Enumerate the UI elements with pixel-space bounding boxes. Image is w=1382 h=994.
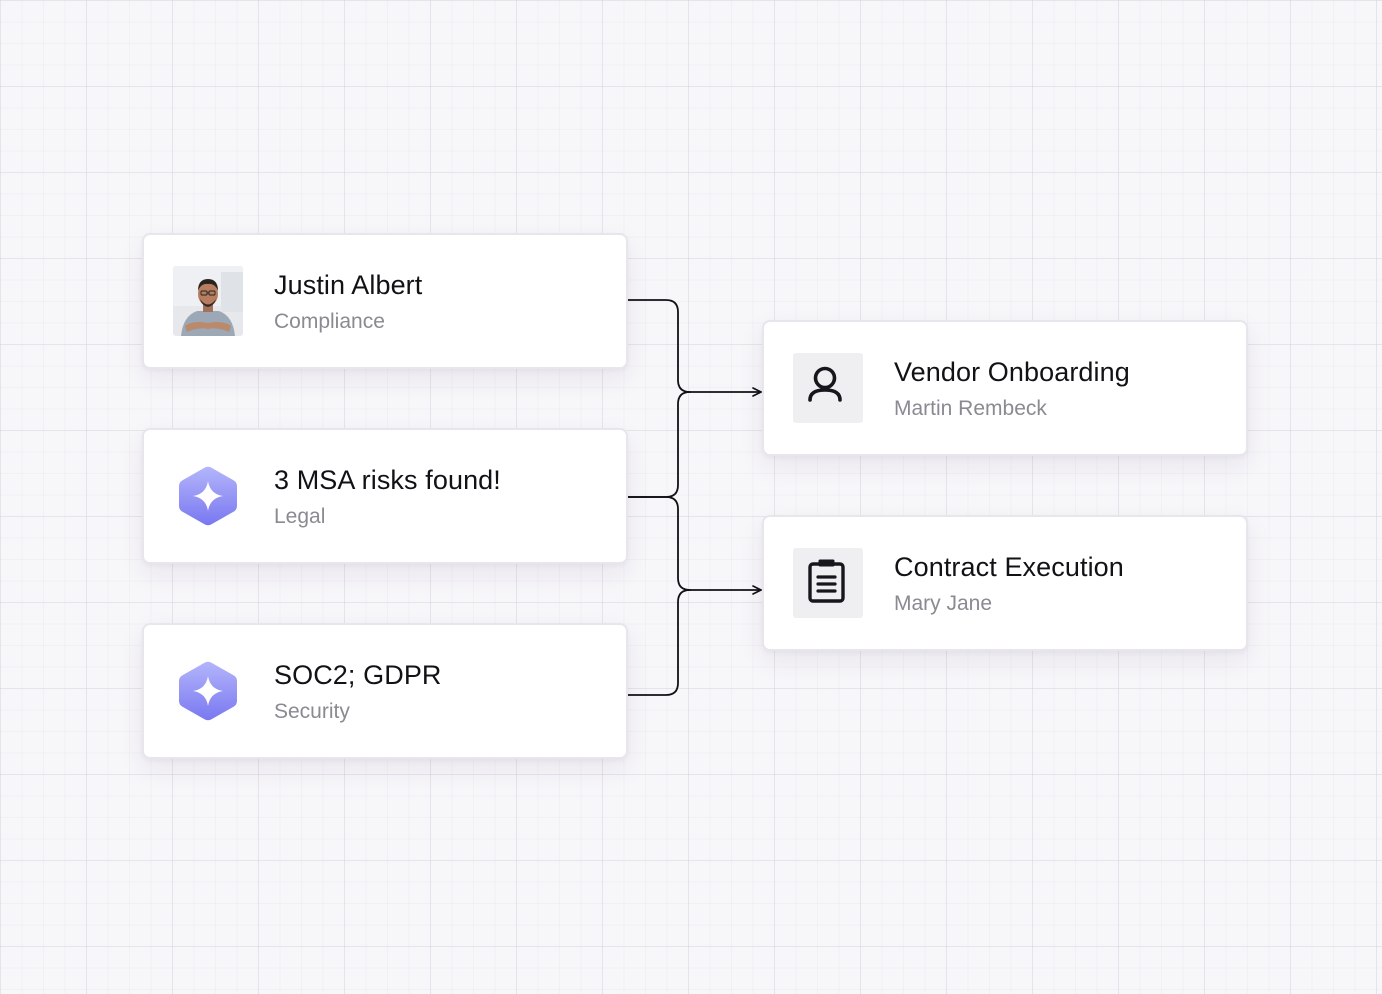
target-card-owner: Martin Rembeck: [894, 397, 1047, 420]
user-icon: [808, 366, 842, 402]
connector-justin-to-merge: [627, 299, 691, 393]
connector-msa-to-merge: [627, 391, 691, 498]
target-card-title: Vendor Onboarding: [894, 357, 1130, 387]
source-card-title: SOC2; GDPR: [274, 660, 442, 690]
ai-sparkle-icon-container: [173, 656, 243, 726]
ai-sparkle-hexagon-icon: [179, 466, 237, 526]
target-card-contract-execution[interactable]: Contract Execution Mary Jane: [762, 515, 1248, 651]
avatar-photo: [173, 266, 243, 336]
source-card-department: Legal: [274, 505, 326, 528]
user-icon-container: [793, 353, 863, 423]
source-card-department: Security: [274, 700, 350, 723]
clipboard-icon-container: [793, 548, 863, 618]
ai-sparkle-icon-container: [173, 461, 243, 531]
source-card-department: Compliance: [274, 310, 385, 333]
connector-msa-to-contract: [627, 496, 691, 591]
ai-sparkle-hexagon-icon: [179, 661, 237, 721]
avatar: [173, 266, 243, 336]
target-card-owner: Mary Jane: [894, 592, 993, 615]
connector-soc2-to-contract: [627, 589, 691, 696]
source-card-soc2-gdpr[interactable]: SOC2; GDPR Security: [142, 623, 628, 759]
target-card-title: Contract Execution: [894, 552, 1124, 582]
target-card-vendor-onboarding[interactable]: Vendor Onboarding Martin Rembeck: [762, 320, 1248, 456]
source-card-title: Justin Albert: [274, 270, 423, 300]
source-card-justin-albert[interactable]: Justin Albert Compliance: [142, 233, 628, 369]
clipboard-icon: [808, 559, 845, 603]
source-card-title: 3 MSA risks found!: [274, 465, 501, 495]
source-card-msa-risks[interactable]: 3 MSA risks found! Legal: [142, 428, 628, 564]
